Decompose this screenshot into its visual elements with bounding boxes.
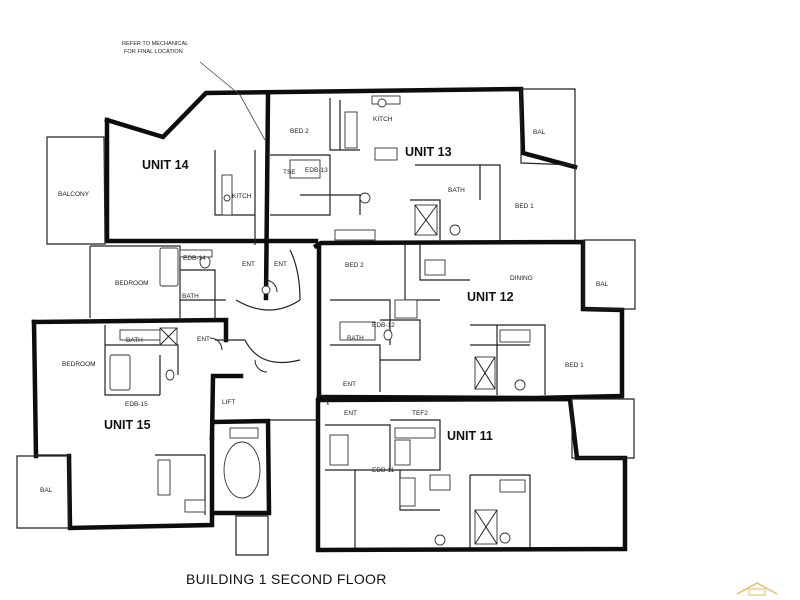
vanity-icon <box>394 299 418 319</box>
room-label: BATH <box>126 337 143 344</box>
room-label: EDB-15 <box>125 401 148 408</box>
room-label: BED 1 <box>565 362 584 369</box>
toilet-icon <box>383 329 393 341</box>
vanity-icon <box>179 249 213 258</box>
room-label: BAL <box>533 129 546 136</box>
counter-icon <box>394 439 411 466</box>
room-label: BAL <box>40 487 53 494</box>
room-label: BEDROOM <box>62 361 96 368</box>
room-label: ENT <box>344 410 357 417</box>
bathtub-icon <box>159 247 179 287</box>
room-label: ENT <box>242 261 255 268</box>
kitchen-island-icon <box>344 111 358 149</box>
vanity-icon <box>499 329 531 343</box>
door-swing-icon <box>209 337 223 351</box>
room-label: EDB-12 <box>372 322 395 329</box>
room-label: BEDROOM <box>115 280 149 287</box>
fixtures <box>109 61 531 546</box>
room-label: KITCH <box>232 193 252 200</box>
duct-marker-icon <box>261 285 271 295</box>
room-label: EDB-14 <box>183 255 206 262</box>
note-leader-line <box>199 61 266 141</box>
vanity-icon <box>499 479 526 493</box>
room-label: BATH <box>448 187 465 194</box>
balconies <box>16 88 636 556</box>
room-label: BED 1 <box>515 203 534 210</box>
house-logo-icon <box>736 582 778 596</box>
lift-car-icon <box>223 441 261 499</box>
door-swing-icon <box>317 394 329 406</box>
vanity-icon <box>374 147 398 161</box>
room-label: TEF2 <box>412 410 428 417</box>
toilet-icon <box>165 369 175 381</box>
sink-icon <box>429 474 451 491</box>
room-label: KITCH <box>373 116 393 123</box>
room-label: EDB-11 <box>372 467 395 474</box>
room-label: BED 2 <box>290 128 309 135</box>
sink-icon <box>377 98 387 108</box>
door-swing-icon <box>264 279 278 293</box>
unit-12-label: UNIT 12 <box>467 290 514 304</box>
room-label: LIFT <box>222 399 235 406</box>
room-label: DINING <box>510 275 533 282</box>
unit-15-label: UNIT 15 <box>104 418 151 432</box>
vanity-icon <box>394 427 436 439</box>
room-label: BATH <box>347 335 364 342</box>
note-line-2: FOR FINAL LOCATION <box>124 49 183 55</box>
counter-icon <box>157 459 171 496</box>
unit-11-label: UNIT 11 <box>447 429 493 443</box>
unit-13-label: UNIT 13 <box>405 145 452 159</box>
room-label: TSE <box>283 169 296 176</box>
bathtub-icon <box>339 321 376 341</box>
toilet-icon <box>449 224 461 236</box>
bathtub-icon <box>289 159 321 179</box>
room-label: BAL <box>596 281 609 288</box>
unit-14-label: UNIT 14 <box>142 158 189 172</box>
closet-icon <box>184 499 206 513</box>
bathtub-icon <box>329 434 349 466</box>
labels: REFER TO MECHANICAL FOR FINAL LOCATION U… <box>40 41 609 494</box>
lift-panel-icon <box>229 427 259 439</box>
door-swing-icon <box>254 359 268 373</box>
room-label: ENT <box>343 381 356 388</box>
bathtub-icon <box>109 354 131 391</box>
closet-icon <box>399 477 416 507</box>
room-label: ENT <box>274 261 287 268</box>
room-label: BED 2 <box>345 262 364 269</box>
drawing-caption: BUILDING 1 SECOND FLOOR <box>186 571 387 587</box>
sink-icon <box>424 259 446 276</box>
note-line-1: REFER TO MECHANICAL <box>122 41 188 47</box>
closet-icon <box>334 229 376 241</box>
room-label: EDB-13 <box>305 167 328 174</box>
room-label: BATH <box>182 293 199 300</box>
toilet-icon <box>434 534 446 546</box>
room-label: BALCONY <box>58 191 90 198</box>
room-label: ENT <box>197 336 210 343</box>
interior-partitions <box>35 98 546 548</box>
